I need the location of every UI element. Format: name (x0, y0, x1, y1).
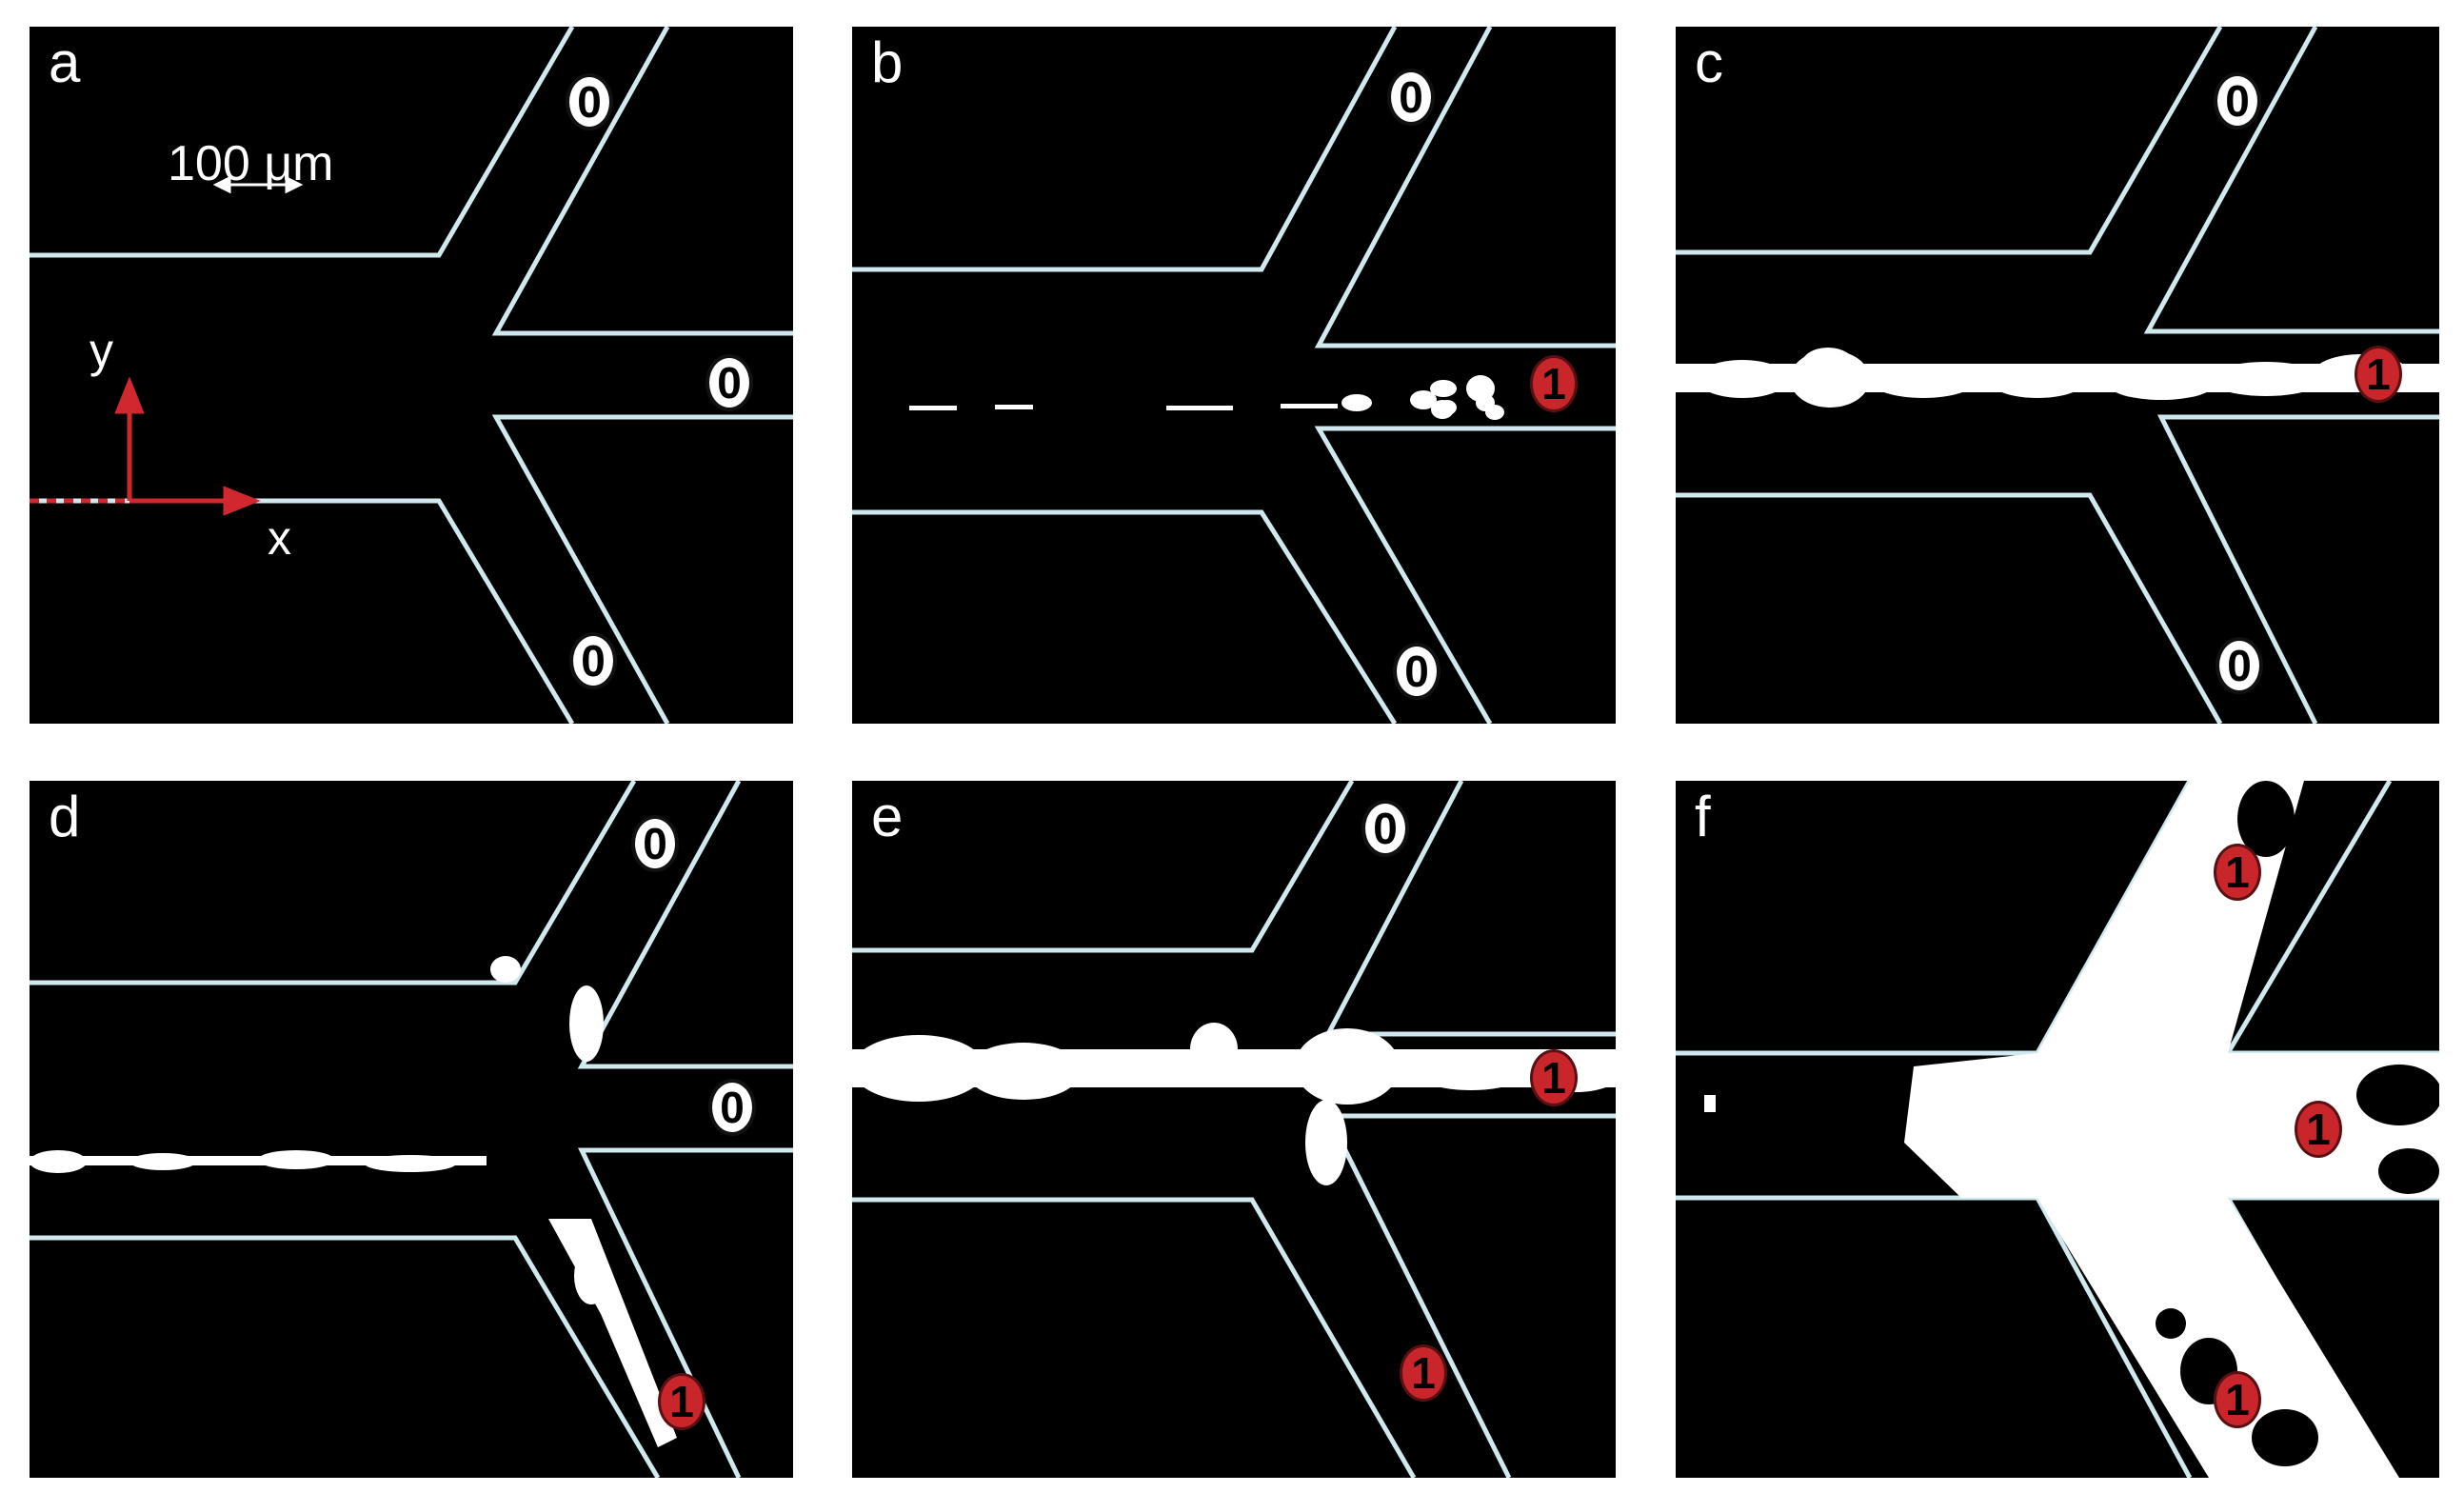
channel-image-b (852, 27, 1616, 724)
outlet-state-badge-bottom: 0 (1393, 643, 1441, 700)
outlet-state-badge-top: 1 (2214, 844, 2261, 901)
panel-label: b (871, 30, 904, 94)
outlet-state-badge-middle: 1 (1530, 355, 1578, 412)
outlet-state-badge-bottom: 0 (2216, 637, 2263, 694)
panel-f: f 1 1 1 (1676, 781, 2439, 1478)
outlet-state-badge-middle: 1 (1530, 1049, 1578, 1106)
outlet-state-badge-middle: 0 (705, 354, 753, 411)
outlet-state-badge-bottom: 1 (658, 1373, 705, 1430)
outlet-state-badge-bottom: 1 (2214, 1371, 2261, 1428)
outlet-state-badge-top: 0 (2214, 72, 2261, 129)
panel-label: a (49, 30, 81, 94)
panel-label: d (49, 785, 81, 848)
panel-b: b 0 1 0 (852, 27, 1616, 724)
panel-a: a 100 μm y x 0 0 0 (30, 27, 793, 724)
outlet-state-badge-top: 0 (631, 815, 679, 872)
panel-c: c 0 1 0 (1676, 27, 2439, 724)
channel-image-a (30, 27, 793, 724)
outlet-state-badge-middle: 1 (2355, 346, 2402, 403)
axis-label-y: y (89, 324, 113, 377)
panel-d: d 0 0 1 (30, 781, 793, 1478)
axis-label-x: x (268, 511, 291, 565)
outlet-state-badge-top: 0 (1387, 69, 1435, 126)
outlet-state-badge-top: 0 (566, 73, 613, 130)
panel-label: f (1695, 785, 1711, 848)
channel-image-d (30, 781, 793, 1478)
channel-image-c (1676, 27, 2439, 724)
panel-label: c (1695, 30, 1723, 94)
outlet-state-badge-bottom: 1 (1400, 1344, 1447, 1402)
panel-e: e 0 1 1 (852, 781, 1616, 1478)
outlet-state-badge-bottom: 0 (569, 632, 617, 689)
panel-label: e (871, 785, 904, 848)
outlet-state-badge-top: 0 (1361, 800, 1409, 857)
outlet-state-badge-middle: 1 (2295, 1101, 2342, 1158)
channel-image-e (852, 781, 1616, 1478)
outlet-state-badge-middle: 0 (708, 1079, 756, 1136)
channel-image-f (1676, 781, 2439, 1478)
scale-bar-label: 100 μm (168, 136, 334, 191)
